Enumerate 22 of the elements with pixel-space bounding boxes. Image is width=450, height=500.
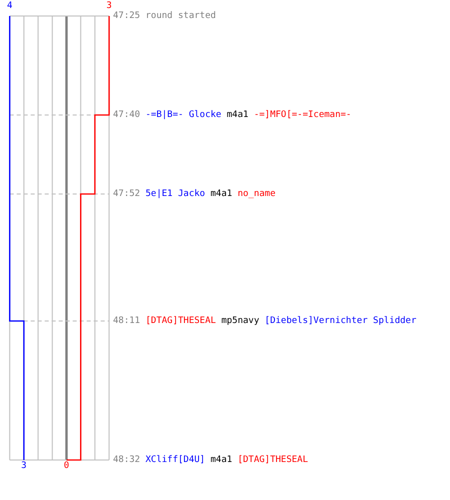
player-name: [DTAG]THESEAL: [238, 455, 308, 465]
event-text: round started: [145, 11, 216, 21]
value-label: 3: [20, 461, 28, 471]
player-name: 5e|E1 Jacko: [145, 189, 206, 199]
value-label: 0: [62, 461, 70, 471]
player-name: no_name: [238, 189, 276, 199]
player-name: XCliff[D4U]: [145, 455, 206, 465]
player-name: [DTAG]THESEAL: [145, 316, 216, 326]
weapon-name: m4a1: [210, 455, 232, 465]
player-name: -=B|B=- Glocke: [145, 110, 222, 120]
time-label: 47:52: [113, 189, 140, 199]
time-label: 47:40: [113, 110, 140, 120]
time-label: 48:11: [113, 316, 140, 326]
value-label: 3: [105, 1, 113, 11]
player-name: [Diebels]Vernichter Splidder: [264, 316, 416, 326]
weapon-name: m4a1: [210, 189, 232, 199]
player-name: -=]MFO[=-=Iceman=-: [254, 110, 352, 120]
weapon-name: m4a1: [226, 110, 248, 120]
time-label: 47:25: [113, 11, 140, 21]
value-label: 4: [6, 1, 14, 11]
time-label: 48:32: [113, 455, 140, 465]
weapon-name: mp5navy: [221, 316, 260, 326]
